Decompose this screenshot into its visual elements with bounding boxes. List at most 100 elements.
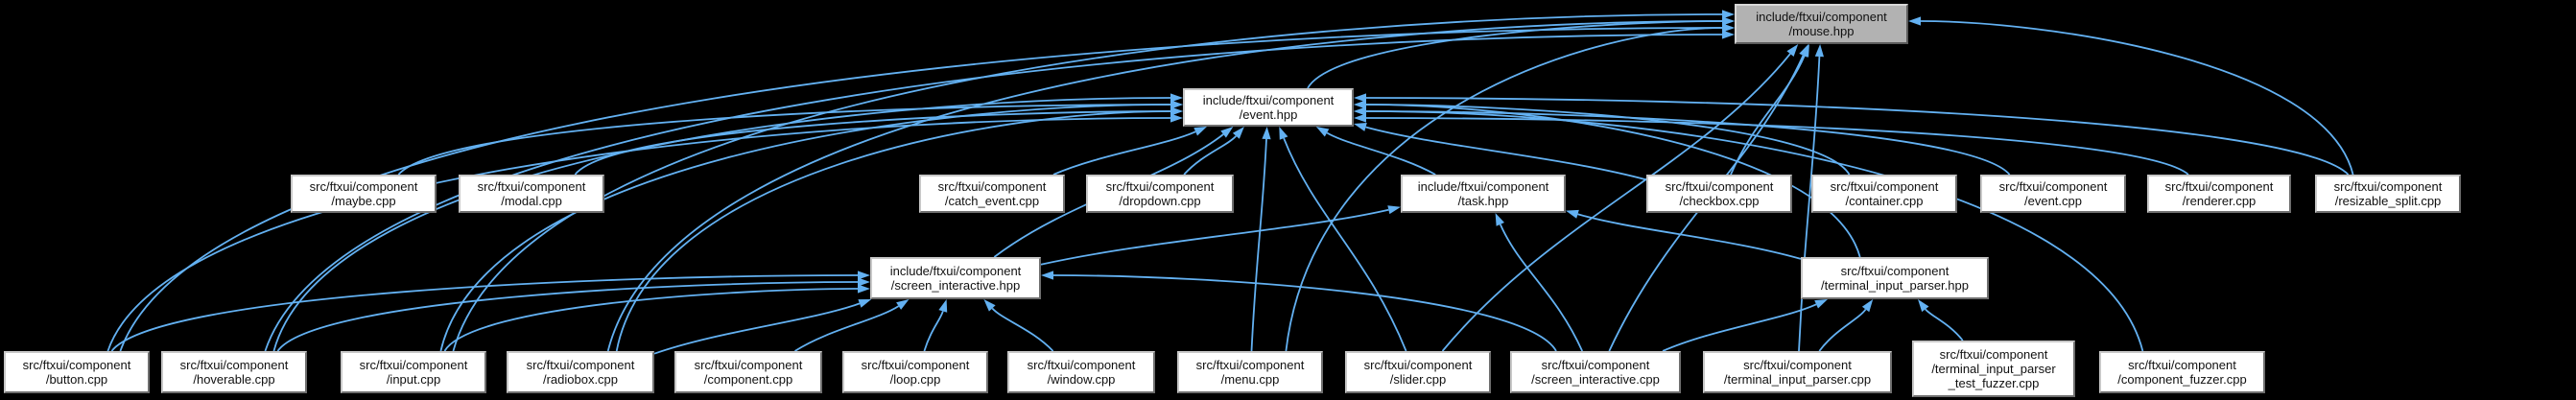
graph-edge: [574, 110, 1171, 176]
graph-edge-arrowhead: [1786, 44, 1799, 57]
node-label-line: src/ftxui/component: [1195, 358, 1305, 372]
node-label-line: /slider.cpp: [1389, 372, 1447, 387]
graph-edge-arrowhead: [1354, 123, 1367, 131]
node-label-line: /checkbox.cpp: [1679, 194, 1760, 208]
graph-edge-arrowhead: [1170, 106, 1183, 116]
graph-edge-arrowhead: [1170, 113, 1183, 123]
graph-edge: [272, 97, 1171, 352]
node-label-line: /component.cpp: [703, 372, 793, 387]
node-slider-cpp[interactable]: src/ftxui/component/slider.cpp: [1345, 351, 1491, 393]
node-task-hpp[interactable]: include/ftxui/component/task.hpp: [1401, 175, 1566, 213]
node-screen-interactive-hpp[interactable]: include/ftxui/component/screen_interacti…: [870, 257, 1041, 299]
graph-edge-arrowhead: [1495, 213, 1504, 226]
node-resizable-split-cpp[interactable]: src/ftxui/component/resizable_split.cpp: [2315, 175, 2461, 213]
graph-edge: [1365, 104, 1861, 258]
node-label-line: /dropdown.cpp: [1119, 194, 1201, 208]
graph-edge-arrowhead: [1814, 299, 1828, 309]
node-event-hpp[interactable]: include/ftxui/component/event.hpp: [1183, 88, 1354, 127]
graph-edge-arrowhead: [1799, 44, 1808, 58]
node-label-line: include/ftxui/component: [1202, 93, 1335, 107]
graph-edge-arrowhead: [1814, 44, 1824, 58]
node-loop-cpp[interactable]: src/ftxui/component/loop.cpp: [842, 351, 988, 393]
node-renderer-cpp[interactable]: src/ftxui/component/renderer.cpp: [2147, 175, 2291, 213]
node-container-cpp[interactable]: src/ftxui/component/container.cpp: [1811, 175, 1957, 213]
node-label-line: src/ftxui/component: [1541, 358, 1650, 372]
graph-edge: [1183, 135, 1237, 176]
node-label-line: src/ftxui/component: [359, 358, 468, 372]
node-label-line: src/ftxui/component: [1363, 358, 1473, 372]
graph-edge-arrowhead: [1354, 93, 1366, 103]
graph-edge-arrowhead: [1232, 127, 1244, 139]
node-label-line: /input.cpp: [386, 372, 441, 387]
node-label-line: /container.cpp: [1845, 194, 1924, 208]
graph-edge: [452, 13, 1723, 352]
node-tip-test-fuzzer-cpp[interactable]: src/ftxui/component/terminal_input_parse…: [1912, 341, 2075, 397]
node-label-line: /maybe.cpp: [331, 194, 396, 208]
node-component-fuzzer-cpp[interactable]: src/ftxui/component/component_fuzzer.cpp: [2099, 351, 2265, 393]
graph-edge: [1052, 130, 1196, 176]
node-label-line: include/ftxui/component: [1756, 10, 1887, 24]
node-label-line: src/ftxui/component: [1105, 179, 1215, 194]
graph-edge: [397, 104, 1171, 176]
graph-edge-arrowhead: [1387, 205, 1401, 215]
node-label-line: /event.cpp: [2024, 194, 2082, 208]
graph-edge: [110, 274, 859, 352]
node-menu-cpp[interactable]: src/ftxui/component/menu.cpp: [1177, 351, 1323, 393]
graph-edge-arrowhead: [1908, 16, 1921, 26]
node-label-line: src/ftxui/component: [861, 358, 970, 372]
graph-edge-arrowhead: [1193, 127, 1207, 136]
node-dropdown-cpp[interactable]: src/ftxui/component/dropdown.cpp: [1086, 175, 1234, 213]
graph-edge-arrowhead: [938, 299, 948, 313]
graph-edge-arrowhead: [1170, 100, 1183, 109]
node-label-line: src/ftxui/component: [1840, 264, 1950, 278]
graph-edge: [439, 104, 1171, 352]
node-label-line: /screen_interactive.hpp: [890, 278, 1021, 293]
node-label-line: /event.hpp: [1239, 107, 1298, 122]
node-label-line: /mouse.hpp: [1788, 24, 1855, 38]
node-label-line: /radiobox.cpp: [542, 372, 619, 387]
node-radiobox-cpp[interactable]: src/ftxui/component/radiobox.cpp: [507, 351, 654, 393]
node-event-cpp[interactable]: src/ftxui/component/event.cpp: [1980, 175, 2126, 213]
node-label-line: src/ftxui/component: [179, 358, 289, 372]
graph-edge: [1577, 213, 1802, 260]
graph-edge-arrowhead: [1566, 209, 1579, 219]
node-terminal-input-parser-hpp[interactable]: src/ftxui/component/terminal_input_parse…: [1801, 257, 1989, 299]
graph-edge: [1283, 137, 1407, 352]
node-label-line: src/ftxui/component: [1939, 347, 2048, 362]
graph-edge: [443, 288, 859, 352]
node-hoverable-cpp[interactable]: src/ftxui/component/hoverable.cpp: [161, 351, 307, 393]
graph-edge-arrowhead: [1041, 271, 1053, 280]
node-screen-interactive-cpp[interactable]: src/ftxui/component/screen_interactive.c…: [1510, 351, 1681, 393]
graph-edge: [264, 34, 1723, 352]
node-catch-event-cpp[interactable]: src/ftxui/component/catch_event.cpp: [919, 175, 1065, 213]
graph-edge: [1499, 224, 1584, 352]
node-label-line: src/ftxui/component: [2164, 179, 2274, 194]
node-checkbox-cpp[interactable]: src/ftxui/component/checkbox.cpp: [1646, 175, 1792, 213]
node-window-cpp[interactable]: src/ftxui/component/window.cpp: [1007, 351, 1155, 393]
graph-edge: [1365, 110, 2011, 176]
node-label-line: /hoverable.cpp: [193, 372, 275, 387]
node-label-line: src/ftxui/component: [1743, 358, 1852, 372]
node-label-line: /modal.cpp: [501, 194, 562, 208]
graph-edge: [1730, 55, 1806, 176]
node-mouse-hpp[interactable]: include/ftxui/component/mouse.hpp: [1735, 4, 1908, 44]
node-modal-cpp[interactable]: src/ftxui/component/modal.cpp: [459, 175, 604, 213]
node-terminal-input-parser-cpp[interactable]: src/ftxui/component/terminal_input_parse…: [1703, 351, 1892, 393]
graph-edge-arrowhead: [1722, 30, 1735, 39]
graph-edge: [653, 302, 861, 355]
node-label-line: /loop.cpp: [889, 372, 941, 387]
graph-edge: [1365, 104, 1851, 176]
node-input-cpp[interactable]: src/ftxui/component/input.cpp: [341, 351, 486, 393]
graph-edge-arrowhead: [1220, 127, 1234, 138]
graph-edge-arrowhead: [1354, 106, 1366, 116]
graph-edge: [1441, 53, 1791, 352]
graph-edge-arrowhead: [858, 284, 870, 294]
node-label-line: src/ftxui/component: [526, 358, 635, 372]
node-component-cpp[interactable]: src/ftxui/component/component.cpp: [674, 351, 822, 393]
graph-edge: [1365, 126, 1647, 181]
node-maybe-cpp[interactable]: src/ftxui/component/maybe.cpp: [291, 175, 437, 213]
node-button-cpp[interactable]: src/ftxui/component/button.cpp: [4, 351, 150, 393]
graph-edge-arrowhead: [1354, 100, 1366, 109]
graph-edge: [606, 20, 1723, 352]
